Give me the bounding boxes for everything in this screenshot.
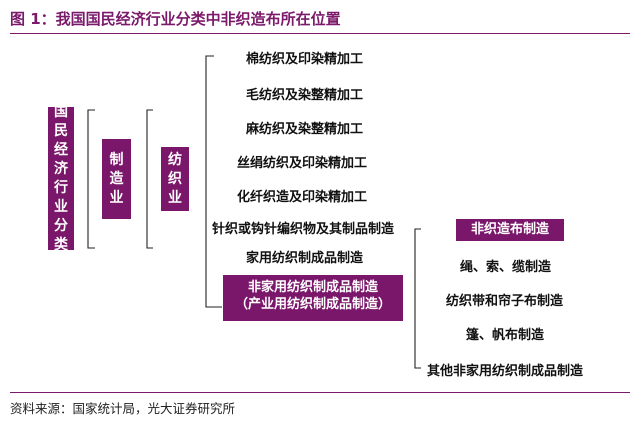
textile-item: 家用纺织制成品制造 bbox=[246, 251, 364, 266]
non-home-item: 篷、帆布制造 bbox=[466, 328, 545, 343]
textile-item: 毛纺织及染整精加工 bbox=[246, 88, 364, 103]
level1-box: 国民经济行业分类 bbox=[48, 104, 74, 253]
non-home-box: 非家用纺织制成品制造 （产业用纺织制成品制造） bbox=[223, 275, 403, 321]
source-rule bbox=[10, 392, 630, 393]
nonwoven-highlight-box: 非织造布制造 bbox=[456, 219, 564, 241]
title-rule bbox=[10, 33, 630, 34]
non-home-item: 绳、索、缆制造 bbox=[460, 260, 552, 275]
level3-box: 纺织业 bbox=[161, 147, 189, 211]
level2-box: 制造业 bbox=[102, 139, 131, 219]
bracket-level1-level2 bbox=[87, 109, 95, 249]
source-note: 资料来源：国家统计局，光大证券研究所 bbox=[10, 401, 236, 416]
non-home-line1: 非家用纺织制成品制造 bbox=[247, 280, 378, 295]
bracket-level3-items bbox=[205, 55, 222, 308]
textile-item: 丝绢纺织及印染精加工 bbox=[237, 156, 368, 171]
bracket-level2-level3 bbox=[146, 109, 153, 249]
non-home-item: 纺织带和帘子布制造 bbox=[446, 294, 564, 309]
figure-title: 图 1：我国国民经济行业分类中非织造布所在位置 bbox=[10, 10, 341, 28]
textile-item: 化纤织造及印染精加工 bbox=[237, 190, 368, 205]
non-home-line2: （产业用纺织制成品制造） bbox=[234, 297, 391, 312]
bracket-nonhome-items bbox=[414, 228, 421, 369]
textile-item: 棉纺织及印染精加工 bbox=[246, 52, 364, 67]
non-home-item: 其他非家用纺织制成品制造 bbox=[427, 364, 584, 379]
textile-item: 针织或钩针编织物及其制品制造 bbox=[212, 222, 395, 237]
textile-item: 麻纺织及染整精加工 bbox=[246, 122, 364, 137]
